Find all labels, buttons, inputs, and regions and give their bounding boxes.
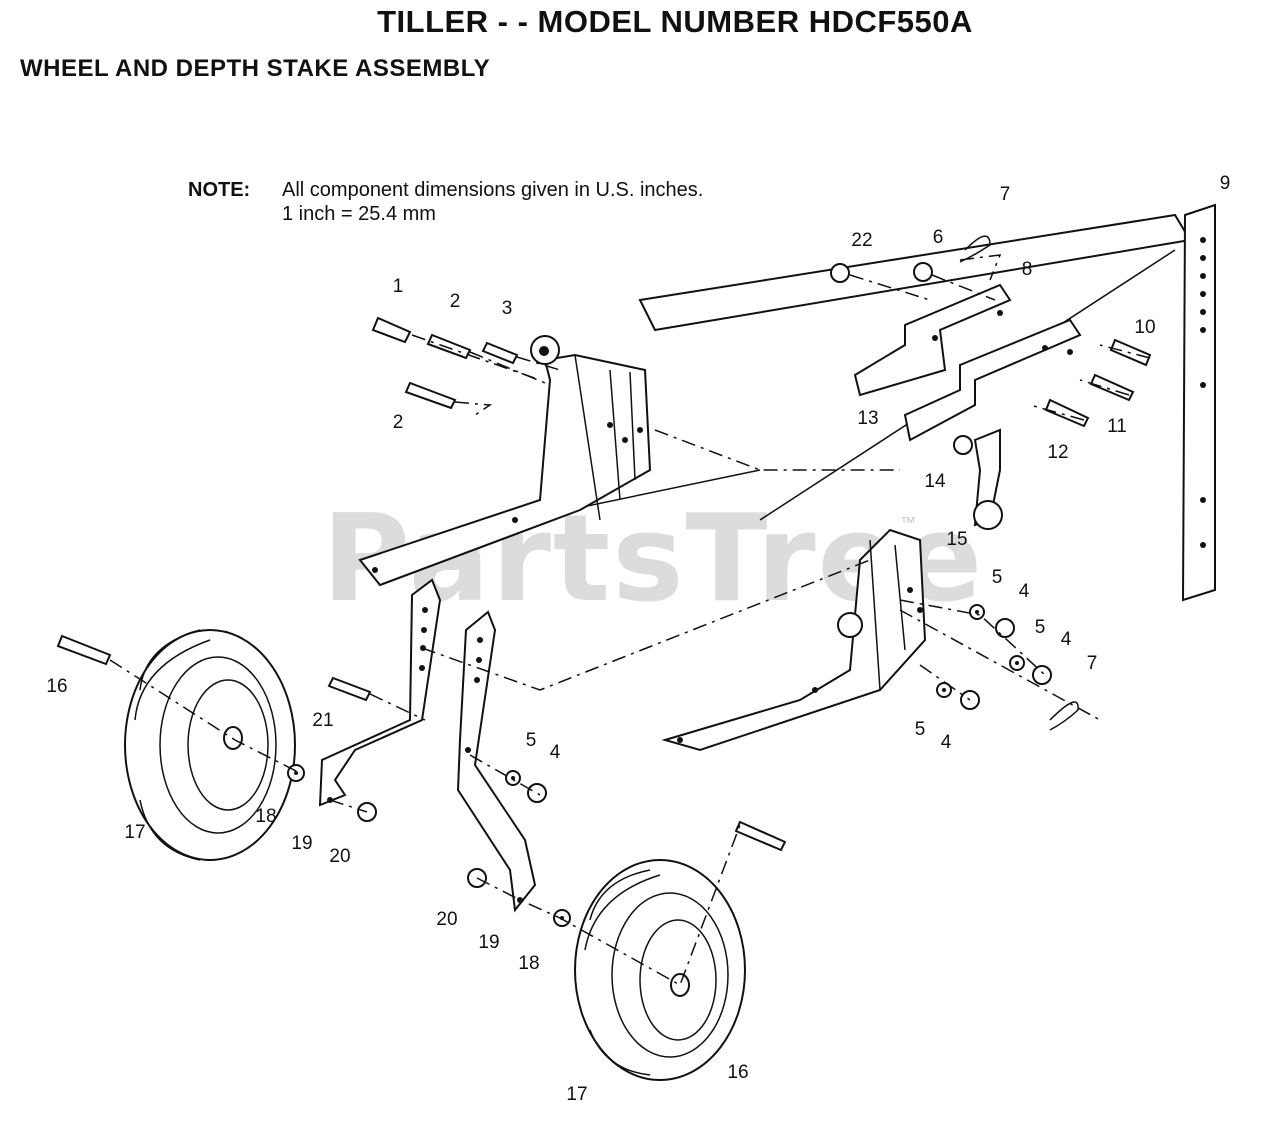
callout-16: 16	[727, 1062, 748, 1083]
callout-4: 4	[1019, 581, 1030, 602]
callout-21: 21	[312, 710, 333, 731]
callout-11: 11	[1107, 416, 1127, 437]
callout-7: 7	[1087, 653, 1098, 674]
callout-10: 10	[1134, 317, 1155, 338]
callout-18: 18	[518, 953, 539, 974]
depth-stake	[1181, 203, 1216, 602]
callout-7: 7	[1000, 184, 1011, 205]
hardware	[56, 235, 1152, 927]
callout-13: 13	[857, 408, 878, 429]
left-wheel	[124, 629, 296, 861]
callout-9: 9	[1220, 173, 1231, 194]
callout-20: 20	[436, 909, 457, 930]
callout-16: 16	[46, 676, 67, 697]
callout-22: 22	[851, 230, 872, 251]
callout-18: 18	[255, 806, 276, 827]
callout-19: 19	[291, 833, 312, 854]
callout-5: 5	[992, 567, 1003, 588]
right-wheel	[574, 859, 746, 1081]
page-title: TILLER - - MODEL NUMBER HDCF550A	[377, 4, 973, 39]
note-line-1: All component dimensions given in U.S. i…	[282, 179, 704, 201]
note-line-2: 1 inch = 25.4 mm	[282, 203, 436, 225]
callout-5: 5	[1035, 617, 1046, 638]
stake-lock-handle	[953, 428, 1003, 530]
callout-2: 2	[393, 412, 404, 433]
callout-1: 1	[393, 276, 404, 297]
callout-19: 19	[478, 932, 499, 953]
callout-3: 3	[502, 298, 513, 319]
assembly-lines	[109, 254, 1151, 987]
depth-stake-bracket	[853, 283, 1082, 442]
watermark-trademark: ™	[900, 515, 916, 532]
callout-20: 20	[329, 846, 350, 867]
callout-17: 17	[566, 1084, 587, 1105]
callout-4: 4	[941, 732, 952, 753]
note-label: NOTE:	[188, 179, 251, 201]
callout-15: 15	[946, 529, 967, 550]
left-wheel-bracket	[318, 578, 442, 807]
callout-8: 8	[1022, 259, 1033, 280]
callout-2: 2	[450, 291, 461, 312]
callout-5: 5	[915, 719, 926, 740]
left-frame-bracket	[358, 335, 652, 587]
callout-4: 4	[1061, 629, 1072, 650]
callout-5: 5	[526, 730, 537, 751]
callout-17: 17	[124, 822, 145, 843]
callout-12: 12	[1047, 442, 1068, 463]
right-wheel-bracket	[456, 610, 537, 913]
callout-6: 6	[933, 227, 944, 248]
callout-14: 14	[924, 471, 946, 492]
assembly-subtitle: WHEEL AND DEPTH STAKE ASSEMBLY	[20, 55, 491, 82]
right-frame-bracket	[661, 528, 927, 752]
callout-4: 4	[550, 742, 561, 763]
